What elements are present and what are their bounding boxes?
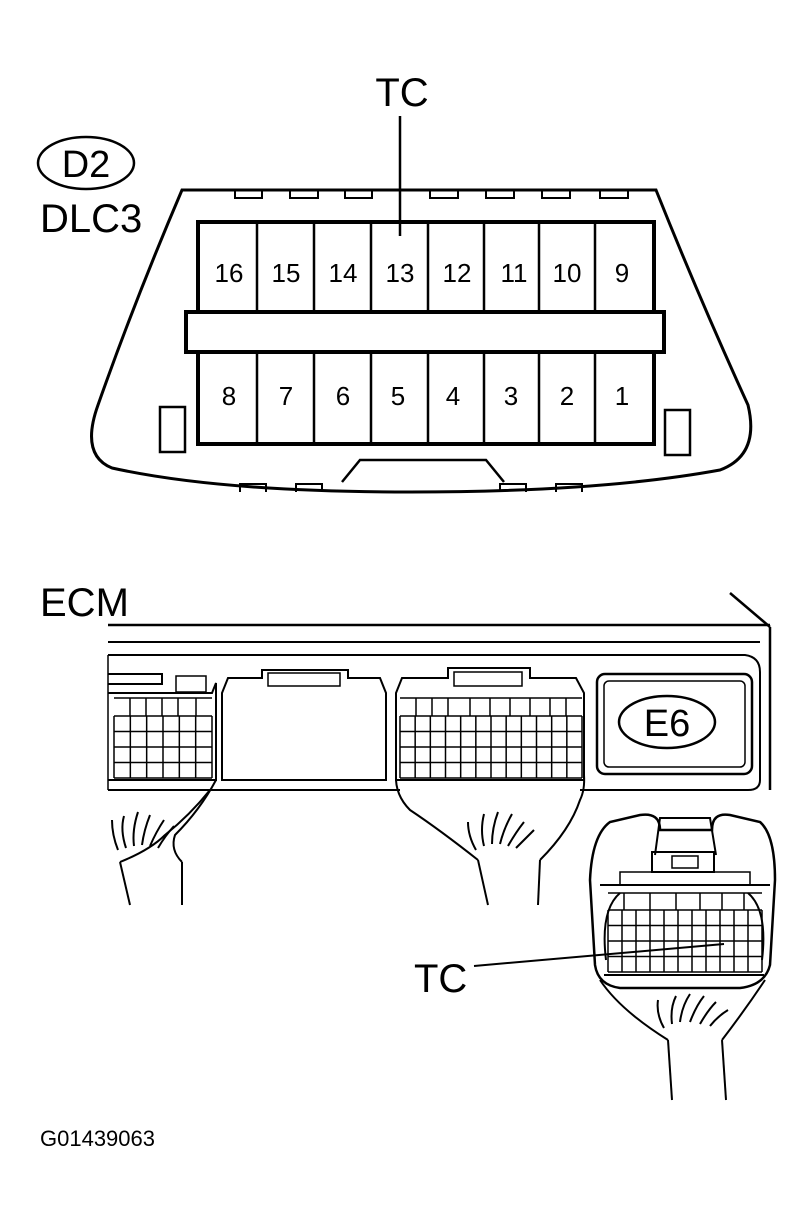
pin-label: 7 [279,381,293,411]
wire-harness [111,774,766,1101]
ecm-title: ECM [40,581,129,625]
pin-label: 5 [391,381,405,411]
dlc3-tc-label: TC [375,71,428,115]
pin-label: 6 [336,381,350,411]
pin-label: 3 [504,381,518,411]
pin-label: 4 [446,381,460,411]
ecm-housing [107,592,772,791]
dlc3-bottom-row: 8 7 6 5 4 3 2 1 [222,381,629,411]
ecm-connector-code: E6 [644,703,690,745]
dlc3-name: DLC3 [40,197,142,241]
dlc3-code: D2 [62,144,111,186]
dlc3-top-row: 16 15 14 13 12 11 10 9 [215,258,630,288]
ecm-tc-leader [473,943,725,967]
ecm-tc-label: TC [414,957,467,1001]
pin-label: 8 [222,381,236,411]
pin-label: 9 [615,258,629,288]
pin-label: 15 [272,258,301,288]
e6-plug-pin-grid [607,892,763,973]
dlc3-connector: 16 15 14 13 12 11 10 9 8 7 6 5 4 3 2 1 [90,188,753,494]
dlc3-pin-grid [255,224,597,442]
pin-label: 12 [443,258,472,288]
pin-label: 13 [386,258,415,288]
pin-label: 14 [329,258,358,288]
figure-id: G01439063 [40,1126,155,1151]
ecm-code-badge: E6 [617,694,717,750]
pin-label: 10 [553,258,582,288]
ecm-connector-grids [113,697,583,779]
pin-label: 1 [615,381,629,411]
pin-label: 11 [501,258,528,288]
pin-label: 2 [560,381,574,411]
pin-label: 16 [215,258,244,288]
dlc3-code-badge: D2 [36,135,136,191]
